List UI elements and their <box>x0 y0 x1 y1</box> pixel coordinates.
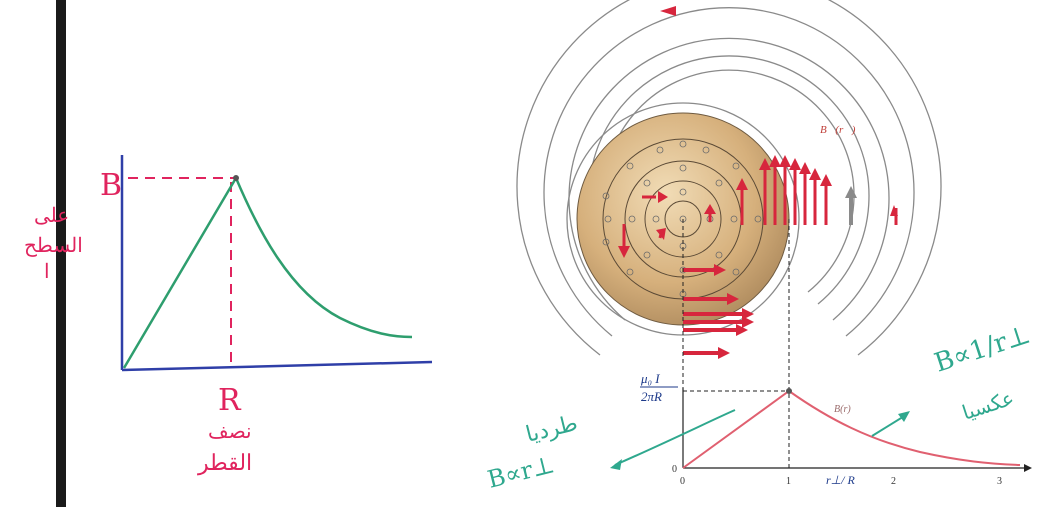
proportional-pointer <box>614 409 736 466</box>
graph-x-arrow <box>1024 464 1032 472</box>
peak-label-numerator: μ₀ I <box>640 371 660 386</box>
sketch-y-note-line: على <box>34 203 69 227</box>
page-divider <box>56 0 66 507</box>
x-axis-label: r⊥/ R <box>826 473 855 487</box>
y-tick-label: 0 <box>672 464 677 475</box>
field-rings <box>516 0 942 356</box>
peak-label-denominator: 2πR <box>641 389 662 404</box>
sketch-x-axis <box>121 360 433 372</box>
x-tick-label: 0 <box>680 476 685 487</box>
proportional-note: طرديا B∝r⊥ <box>485 411 581 494</box>
radial-vectors <box>683 264 754 359</box>
sketch-y-note-line: ا <box>44 259 50 283</box>
sketch-y-note: على السطح ا <box>24 203 83 283</box>
textbook-figure: B⃗(r⃗) μ₀ I 2πR B(r) 0 0 1 2 3 r⊥/ R <box>516 0 1032 487</box>
field-vector-label: B⃗(r⃗) <box>820 124 856 136</box>
proportional-note-line: طرديا <box>523 411 580 448</box>
gray-reference-vector <box>845 186 857 225</box>
graph-field-curve <box>682 389 1021 469</box>
inverse-note-line: B∝1/r⊥ <box>931 320 1034 379</box>
proportional-note-line: B∝r⊥ <box>485 450 558 494</box>
left-sketch: B R على السطح ا نصف القطر <box>24 155 433 476</box>
inverse-note: B∝1/r⊥ عكسيا <box>931 320 1034 425</box>
sketch-x-note-line: نصف <box>208 419 252 443</box>
sketch-peak-point <box>233 175 239 181</box>
proportional-pointer-head <box>610 459 622 470</box>
sketch-x-note: نصف القطر <box>197 419 252 476</box>
sketch-r-label: R <box>218 383 242 418</box>
sketch-field-curve <box>122 175 413 369</box>
inverse-pointer-head <box>898 411 910 422</box>
x-tick-label: 1 <box>786 476 791 487</box>
sketch-b-label: B <box>100 168 122 203</box>
field-vectors <box>618 155 898 258</box>
x-tick-label: 2 <box>891 476 896 487</box>
curve-label: B(r) <box>834 404 851 415</box>
inverse-note-line: عكسيا <box>959 386 1017 425</box>
graph-peak-point <box>786 388 792 394</box>
sketch-y-note-line: السطح <box>24 233 83 257</box>
x-tick-label: 3 <box>997 476 1002 487</box>
sketch-x-note-line: القطر <box>197 451 252 476</box>
inverse-pointer <box>871 414 907 437</box>
ring-direction-arrow <box>660 6 676 16</box>
